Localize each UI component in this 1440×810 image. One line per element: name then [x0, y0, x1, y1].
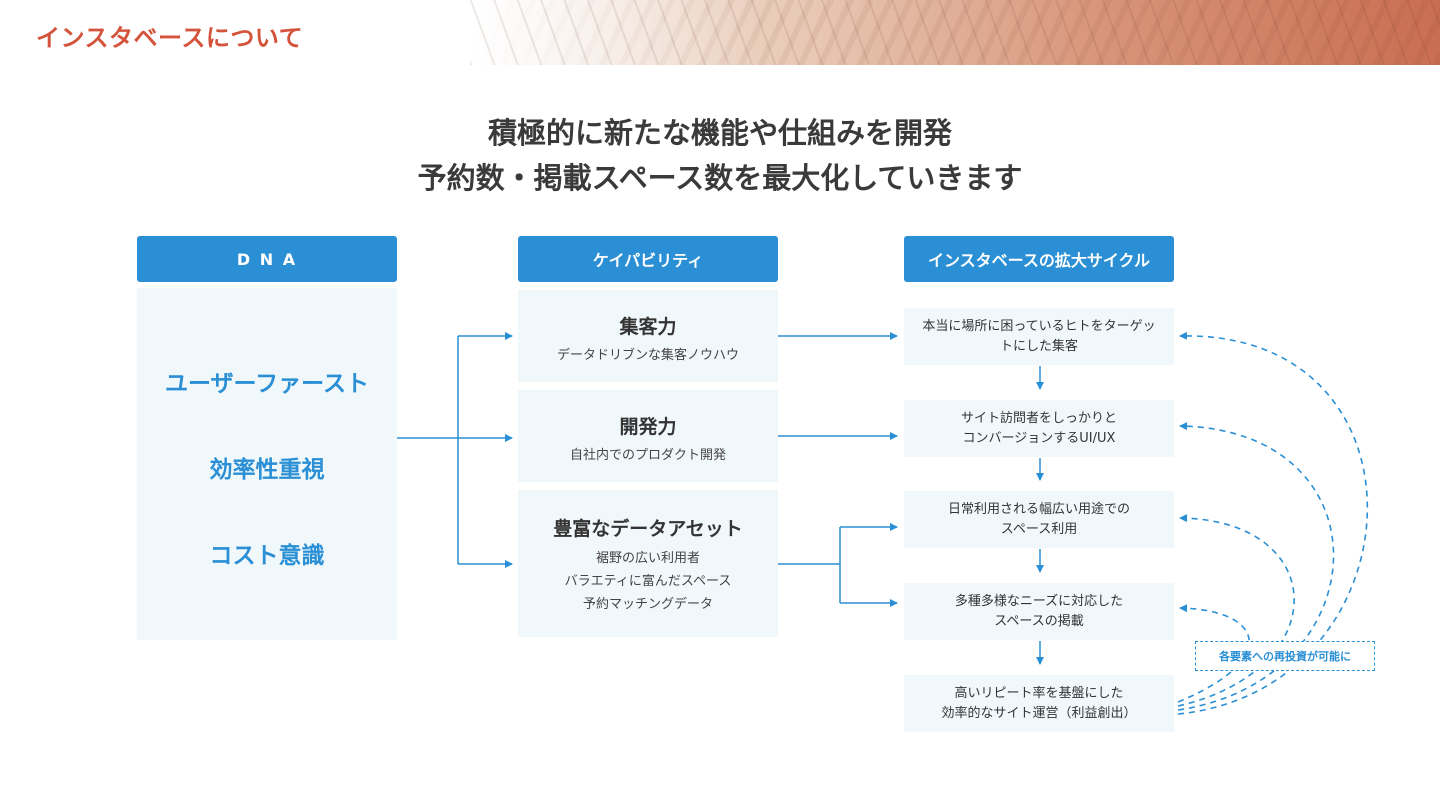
capability-box-development: 開発力 自社内でのプロダクト開発 [518, 390, 778, 482]
capability-subtitle: データドリブンな集客ノウハウ [556, 348, 739, 363]
cycle-step-text: スペース利用 [1000, 521, 1078, 537]
cycle-step-3: 日常利用される幅広い用途での スペース利用 [904, 491, 1174, 548]
dna-item-user-first: ユーザーファースト [164, 371, 369, 397]
capability-subtitle: 裾野の広い利用者 [595, 551, 700, 566]
cycle-step-text: 日常利用される幅広い用途での [947, 501, 1130, 517]
capability-subtitle: 予約マッチングデータ [582, 597, 713, 612]
headline-line-1: 積極的に新たな機能や仕組みを開発 [487, 116, 952, 150]
dna-panel [137, 288, 397, 640]
cycle-step-text: 効率的なサイト運営（利益創出） [941, 705, 1137, 721]
reinvest-loop-3 [1177, 514, 1295, 707]
data-assets-branch [778, 527, 841, 603]
page-title: インスタベースについて [36, 24, 304, 52]
column-header-dna: D N A [137, 236, 397, 282]
headline-line-2: 予約数・掲載スペース数を最大化していきます [417, 161, 1023, 195]
column-header-cycle: インスタベースの拡大サイクル [904, 236, 1174, 282]
capability-title: 集客力 [619, 316, 677, 338]
column-header-capability: ケイパビリティ [518, 236, 778, 282]
cycle-step-text: 本当に場所に困っているヒトをターゲッ [922, 318, 1156, 334]
cycle-step-1: 本当に場所に困っているヒトをターゲッ トにした集客 [904, 308, 1174, 365]
reinvest-loop-2 [1177, 422, 1335, 711]
header-illustration [470, 0, 1440, 65]
cycle-step-text: コンバージョンするUI/UX [962, 430, 1116, 446]
cycle-step-text: 多種多様なニーズに対応した [954, 593, 1124, 609]
capability-title: 開発力 [619, 416, 677, 438]
reinvest-loop-4 [1177, 604, 1250, 703]
reinvest-note: 各要素への再投資が可能に [1195, 641, 1375, 671]
cycle-step-text: トにした集客 [999, 338, 1078, 354]
cycle-step-4: 多種多様なニーズに対応した スペースの掲載 [904, 583, 1174, 640]
reinvest-loop-1 [1177, 331, 1369, 715]
capability-subtitle: バラエティに富んだスペース [564, 574, 732, 589]
capability-title: 豊富なデータアセット [553, 518, 743, 540]
dna-item-efficiency: 効率性重視 [209, 457, 325, 483]
cycle-step-5: 高いリピート率を基盤にした 効率的なサイト運営（利益創出） [904, 675, 1174, 732]
cycle-step-text: サイト訪問者をしっかりと [960, 410, 1117, 426]
dna-item-cost: コスト意識 [209, 543, 325, 569]
cycle-step-text: スペースの掲載 [994, 613, 1084, 629]
capability-box-marketing: 集客力 データドリブンな集客ノウハウ [518, 290, 778, 382]
capability-subtitle: 自社内でのプロダクト開発 [569, 448, 726, 463]
cycle-step-2: サイト訪問者をしっかりと コンバージョンするUI/UX [904, 400, 1174, 457]
capability-box-data-assets: 豊富なデータアセット 裾野の広い利用者 バラエティに富んだスペース 予約マッチン… [518, 490, 778, 637]
cycle-step-text: 高いリピート率を基盤にした [954, 685, 1124, 701]
